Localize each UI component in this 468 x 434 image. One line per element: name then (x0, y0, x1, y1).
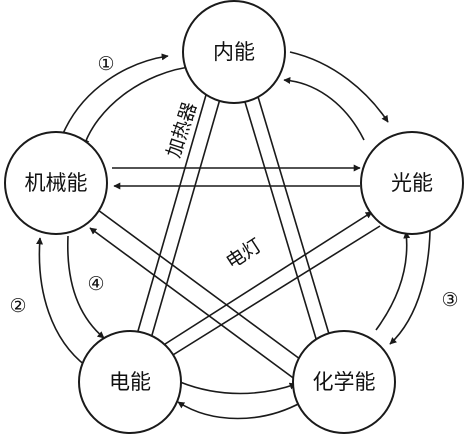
arrow-mechanical-to-chemical (97, 209, 305, 363)
arrow-electrical-to-light (139, 211, 373, 361)
marker-4: ④ (87, 273, 104, 295)
arrow-light-to-internal (283, 76, 365, 141)
node-mechanical-label: 机械能 (25, 171, 88, 195)
arrow-internal-to-electrical (134, 87, 209, 339)
inner-arrows (89, 87, 381, 381)
arrow-chemical-to-light (375, 231, 411, 331)
node-internal-label: 内能 (213, 40, 255, 64)
arrow-internal-to-chemical (255, 89, 334, 345)
arrow-chemical-to-mechanical (89, 227, 297, 381)
marker-3: ③ (441, 289, 458, 311)
node-internal: 内能 (182, 0, 286, 104)
node-chemical: 化学能 (292, 330, 396, 434)
node-chemical-label: 化学能 (313, 370, 376, 394)
node-electrical: 电能 (78, 330, 182, 434)
arrow-internal-to-mechanical (82, 65, 197, 147)
arrow-mechanical-to-electrical (67, 235, 105, 339)
outer-arrows (36, 51, 431, 420)
node-light: 光能 (360, 131, 464, 235)
arrow-internal-to-light (289, 51, 389, 123)
node-mechanical: 机械能 (4, 131, 108, 235)
arrow-chemical-to-electrical (177, 401, 303, 420)
marker-2: ② (9, 295, 26, 317)
node-electrical-label: 电能 (109, 370, 151, 394)
arrow-electrical-to-internal (149, 91, 224, 343)
arrow-electrical-to-mechanical (36, 237, 87, 367)
arrow-chemical-to-internal (240, 91, 321, 353)
arrow-light-to-electrical (151, 225, 381, 369)
node-light-label: 光能 (391, 171, 433, 195)
arrow-mechanical-to-internal (61, 53, 169, 137)
arrow-electrical-to-chemical (179, 381, 297, 395)
marker-1: ① (97, 53, 114, 75)
lamp-label: 电灯 (222, 234, 266, 273)
